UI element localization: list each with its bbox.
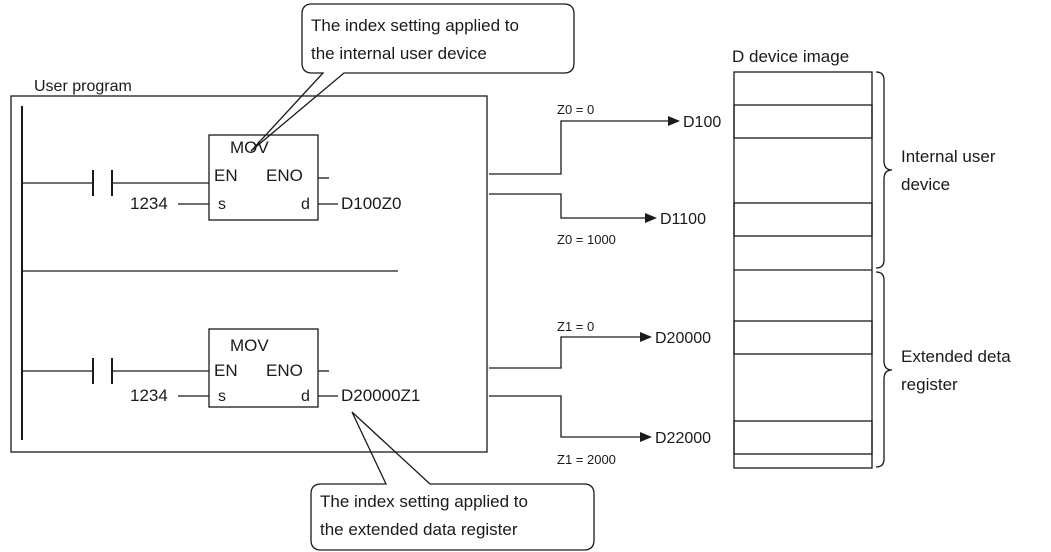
rung-2: MOV EN ENO s d 1234 D20000Z1 [22, 328, 420, 408]
mov-block-1-en: EN [214, 166, 238, 185]
arrowhead-d22000 [640, 432, 652, 442]
device-image-column [733, 71, 873, 469]
mov-block-1-eno: ENO [266, 166, 303, 185]
device-cell-d1100 [733, 202, 873, 237]
mov-block-1-s-pin: s [218, 196, 226, 213]
mov-block-1-title: MOV [230, 138, 269, 157]
device-cell-d20000 [733, 320, 873, 355]
mapping-arrows: Z0 = 0 Z0 = 1000 Z1 = 0 Z1 = 2000 D100 D… [489, 102, 721, 467]
brace-internal-user-device [875, 71, 893, 269]
condition-z0-0: Z0 = 0 [557, 102, 594, 117]
rung-1-dest-operand: D100Z0 [341, 194, 401, 213]
device-image-label: D device image [732, 47, 849, 66]
bottom-callout: The index setting applied to the extende… [310, 411, 595, 551]
mov-block-2-title: MOV [230, 336, 269, 355]
rung-2-source-operand: 1234 [130, 386, 168, 405]
region-internal-label-1: Internal user [901, 147, 996, 166]
target-d100: D100 [683, 114, 721, 131]
target-d22000: D22000 [655, 430, 711, 447]
condition-z1-0: Z1 = 0 [557, 319, 594, 334]
arrow-to-d20000 [489, 336, 640, 369]
device-cell-d100 [733, 104, 873, 139]
region-extended-label-1: Extended deta [901, 347, 1011, 366]
condition-z1-2000: Z1 = 2000 [557, 452, 616, 467]
brace-extended-data-register [875, 271, 893, 468]
arrow-to-d100 [489, 120, 668, 175]
arrow-to-d1100 [489, 193, 645, 219]
arrow-to-d22000 [489, 395, 640, 438]
mov-block-1-d-pin: d [301, 196, 310, 213]
device-cell-d22000 [733, 420, 873, 455]
arrowhead-d100 [668, 116, 680, 126]
target-d1100: D1100 [660, 211, 706, 228]
rung-1: MOV EN ENO s d 1234 D100Z0 [22, 134, 401, 221]
bottom-callout-line-2: the extended data register [320, 520, 518, 539]
mov-block-2-en: EN [214, 361, 238, 380]
rung-1-source-operand: 1234 [130, 194, 168, 213]
top-callout-line-2: the internal user device [311, 44, 487, 63]
mov-block-2-d-pin: d [301, 388, 310, 405]
condition-z0-1000: Z0 = 1000 [557, 232, 616, 247]
user-program-frame [10, 95, 488, 453]
top-callout-line-1: The index setting applied to [311, 16, 519, 35]
arrowhead-d1100 [645, 213, 657, 223]
mov-block-2-eno: ENO [266, 361, 303, 380]
region-internal-label-2: device [901, 175, 950, 194]
target-d20000: D20000 [655, 330, 711, 347]
mov-block-2-s-pin: s [218, 388, 226, 405]
region-extended-label-2: register [901, 375, 958, 394]
bottom-callout-line-1: The index setting applied to [320, 492, 528, 511]
rung-2-dest-operand: D20000Z1 [341, 386, 420, 405]
top-callout: The index setting applied to the interna… [250, 3, 575, 152]
user-program-label: User program [34, 78, 132, 95]
mov-block-2 [208, 328, 319, 408]
arrowhead-d20000 [640, 332, 652, 342]
